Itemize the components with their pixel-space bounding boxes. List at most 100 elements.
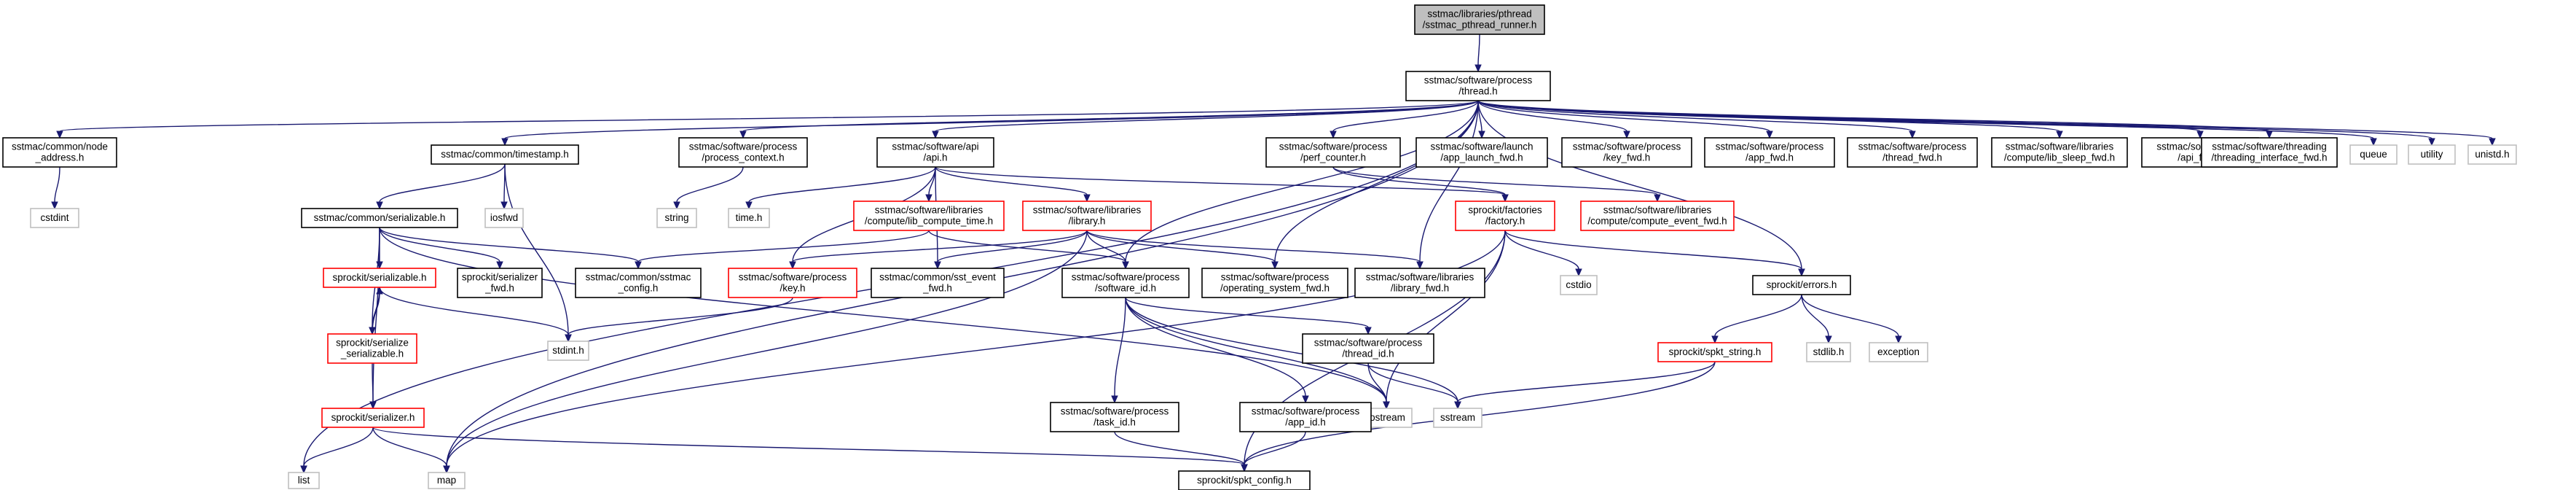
arrowhead-software-id-to-app-id [1302,395,1309,404]
edge-thread-to-process-context [742,100,1479,132]
node-box-sstmac-config [575,268,702,298]
edge-api-to-factory [935,166,1506,195]
node-box-compute-event-fwd [1580,201,1735,231]
node-threading-interface-fwd[interactable]: sstmac/software/threading/threading_inte… [2201,137,2338,168]
node-root[interactable]: sstmac/libraries/pthread/sstmac_pthread_… [1414,4,1545,35]
node-label-exception-line-1: exception [1877,346,1920,357]
node-lib-compute-time[interactable]: sstmac/software/libraries/compute/lib_co… [853,201,1005,231]
edge-serializer-to-spkt-config [372,427,1245,465]
node-box-list [288,472,320,489]
node-label-thread-id-line-1: sstmac/software/process [1314,338,1423,349]
node-label-threading-interface-fwd-line-2: /threading_interface_fwd.h [2211,152,2327,163]
node-box-queue [2349,144,2398,165]
node-label-operating-system-fwd-line-1: sstmac/software/process [1221,272,1330,283]
edge-thread-to-operating-system-fwd [1274,100,1479,262]
node-label-lib-compute-time-line-2: /compute/lib_compute_time.h [865,216,993,227]
edge-lib-compute-time-to-sstmac-config [637,230,930,262]
arrowhead-thread-to-api-fwd [2196,131,2204,139]
node-errors[interactable]: sprockit/errors.h [1752,275,1851,295]
node-map: map [428,472,466,489]
edge-thread-to-utility [1477,100,2432,139]
node-sprockit-serializable[interactable]: sprockit/serializable.h [323,268,436,288]
node-app-id[interactable]: sstmac/software/process/app_id.h [1239,402,1372,432]
node-process-context[interactable]: sstmac/software/process/process_context.… [678,137,808,168]
node-box-serializable [301,208,458,228]
edge-serializer-to-map [372,427,447,467]
node-box-spkt-string [1657,342,1772,362]
edge-api-to-library [935,166,1088,195]
node-serializable[interactable]: sstmac/common/serializable.h [301,208,458,228]
edge-library-to-library-fwd [1086,230,1421,262]
node-box-utility [2408,144,2456,165]
arrowhead-root-to-thread [1474,64,1482,73]
node-software-id[interactable]: sstmac/software/process/software_id.h [1061,268,1190,298]
node-label-serialize-serializable-line-1: sprockit/serialize [336,338,409,349]
node-label-api-line-1: sstmac/software/api [892,141,978,152]
node-label-app-launch-fwd-line-2: /app_launch_fwd.h [1440,152,1523,163]
node-api[interactable]: sstmac/software/api/api.h [876,137,994,168]
node-exception: exception [1869,342,1928,362]
node-serializer-fwd[interactable]: sprockit/serializer_fwd.h [457,268,543,298]
edge-errors-to-exception [1801,294,1899,337]
node-spkt-string[interactable]: sprockit/spkt_string.h [1657,342,1772,362]
arrowhead-thread-to-timestamp [501,138,508,147]
node-sstream: sstream [1433,408,1483,428]
node-perf-counter[interactable]: sstmac/software/process/perf_counter.h [1265,137,1401,168]
node-spkt-config[interactable]: sprockit/spkt_config.h [1178,470,1311,490]
arrowhead-library-to-library-fwd [1416,261,1424,270]
node-box-operating-system-fwd [1201,268,1348,298]
edge-root-to-thread [1477,34,1480,66]
node-key[interactable]: sstmac/software/process/key.h [728,268,857,298]
node-library-fwd[interactable]: sstmac/software/libraries/library_fwd.h [1354,268,1485,298]
node-label-app-id-line-2: /app_id.h [1285,417,1326,428]
node-label-task-id-line-2: /task_id.h [1093,417,1136,428]
node-label-sstmac-config-line-1: sstmac/common/sstmac [586,272,691,283]
node-node-address[interactable]: sstmac/common/node_address.h [2,137,117,168]
node-box-string [656,208,697,228]
node-factory[interactable]: sprockit/factories/factory.h [1455,201,1555,231]
node-timestamp[interactable]: sstmac/common/timestamp.h [431,144,579,165]
node-box-sstream [1433,408,1483,428]
edge-api-to-time-h [748,166,936,203]
edge-sprockit-serializable-to-stdint [379,287,569,335]
node-box-process-context [678,137,808,168]
node-compute-event-fwd[interactable]: sstmac/software/libraries/compute/comput… [1580,201,1735,231]
arrowhead-thread-to-lib-sleep-fwd [2056,131,2063,139]
edge-thread-id-to-iostream [1367,362,1387,402]
node-thread-id[interactable]: sstmac/software/process/thread_id.h [1302,333,1434,364]
edge-factory-to-iostream [1386,230,1506,402]
edge-perf-counter-to-compute-event-fwd [1332,166,1658,195]
arrowhead-process-context-to-string [673,201,680,210]
node-serialize-serializable[interactable]: sprockit/serialize_serializable.h [327,333,417,364]
node-label-utility-line-1: utility [2421,149,2443,160]
node-key-fwd[interactable]: sstmac/software/process/key_fwd.h [1561,137,1692,168]
node-app-launch-fwd[interactable]: sstmac/software/launch/app_launch_fwd.h [1415,137,1548,168]
node-list: list [288,472,320,489]
edge-thread-to-key-fwd [1477,100,1627,132]
node-serializer[interactable]: sprockit/serializer.h [321,408,425,428]
edge-factory-to-cstdio [1504,230,1579,270]
node-label-node-address-line-2: _address.h [35,152,85,163]
node-box-thread-fwd [1847,137,1978,168]
edges-layer [51,34,2496,474]
node-thread[interactable]: sstmac/software/process/thread.h [1405,71,1551,101]
node-label-thread-line-1: sstmac/software/process [1424,75,1533,86]
node-label-root-line-1: sstmac/libraries/pthread [1427,9,1531,20]
node-lib-sleep-fwd[interactable]: sstmac/software/libraries/compute/lib_sl… [1991,137,2128,168]
node-app-fwd[interactable]: sstmac/software/process/app_fwd.h [1704,137,1835,168]
node-operating-system-fwd[interactable]: sstmac/software/process/operating_system… [1201,268,1348,298]
node-task-id[interactable]: sstmac/software/process/task_id.h [1050,402,1179,432]
node-label-library-line-1: sstmac/software/libraries [1033,205,1142,216]
node-sst-event-fwd[interactable]: sstmac/common/sst_event_fwd.h [871,268,1005,298]
node-sstmac-config[interactable]: sstmac/common/sstmac_config.h [575,268,702,298]
node-box-threading-interface-fwd [2201,137,2338,168]
node-label-key-line-2: /key.h [780,283,805,294]
node-library[interactable]: sstmac/software/libraries/library.h [1022,201,1152,231]
edge-thread-to-software-id [1125,100,1479,262]
node-thread-fwd[interactable]: sstmac/software/process/thread_fwd.h [1847,137,1978,168]
arrowhead-thread-to-threading-interface-fwd [2266,131,2273,139]
node-label-software-id-line-1: sstmac/software/process [1072,272,1180,283]
node-box-serializer-fwd [457,268,543,298]
node-label-map-line-1: map [437,475,456,486]
